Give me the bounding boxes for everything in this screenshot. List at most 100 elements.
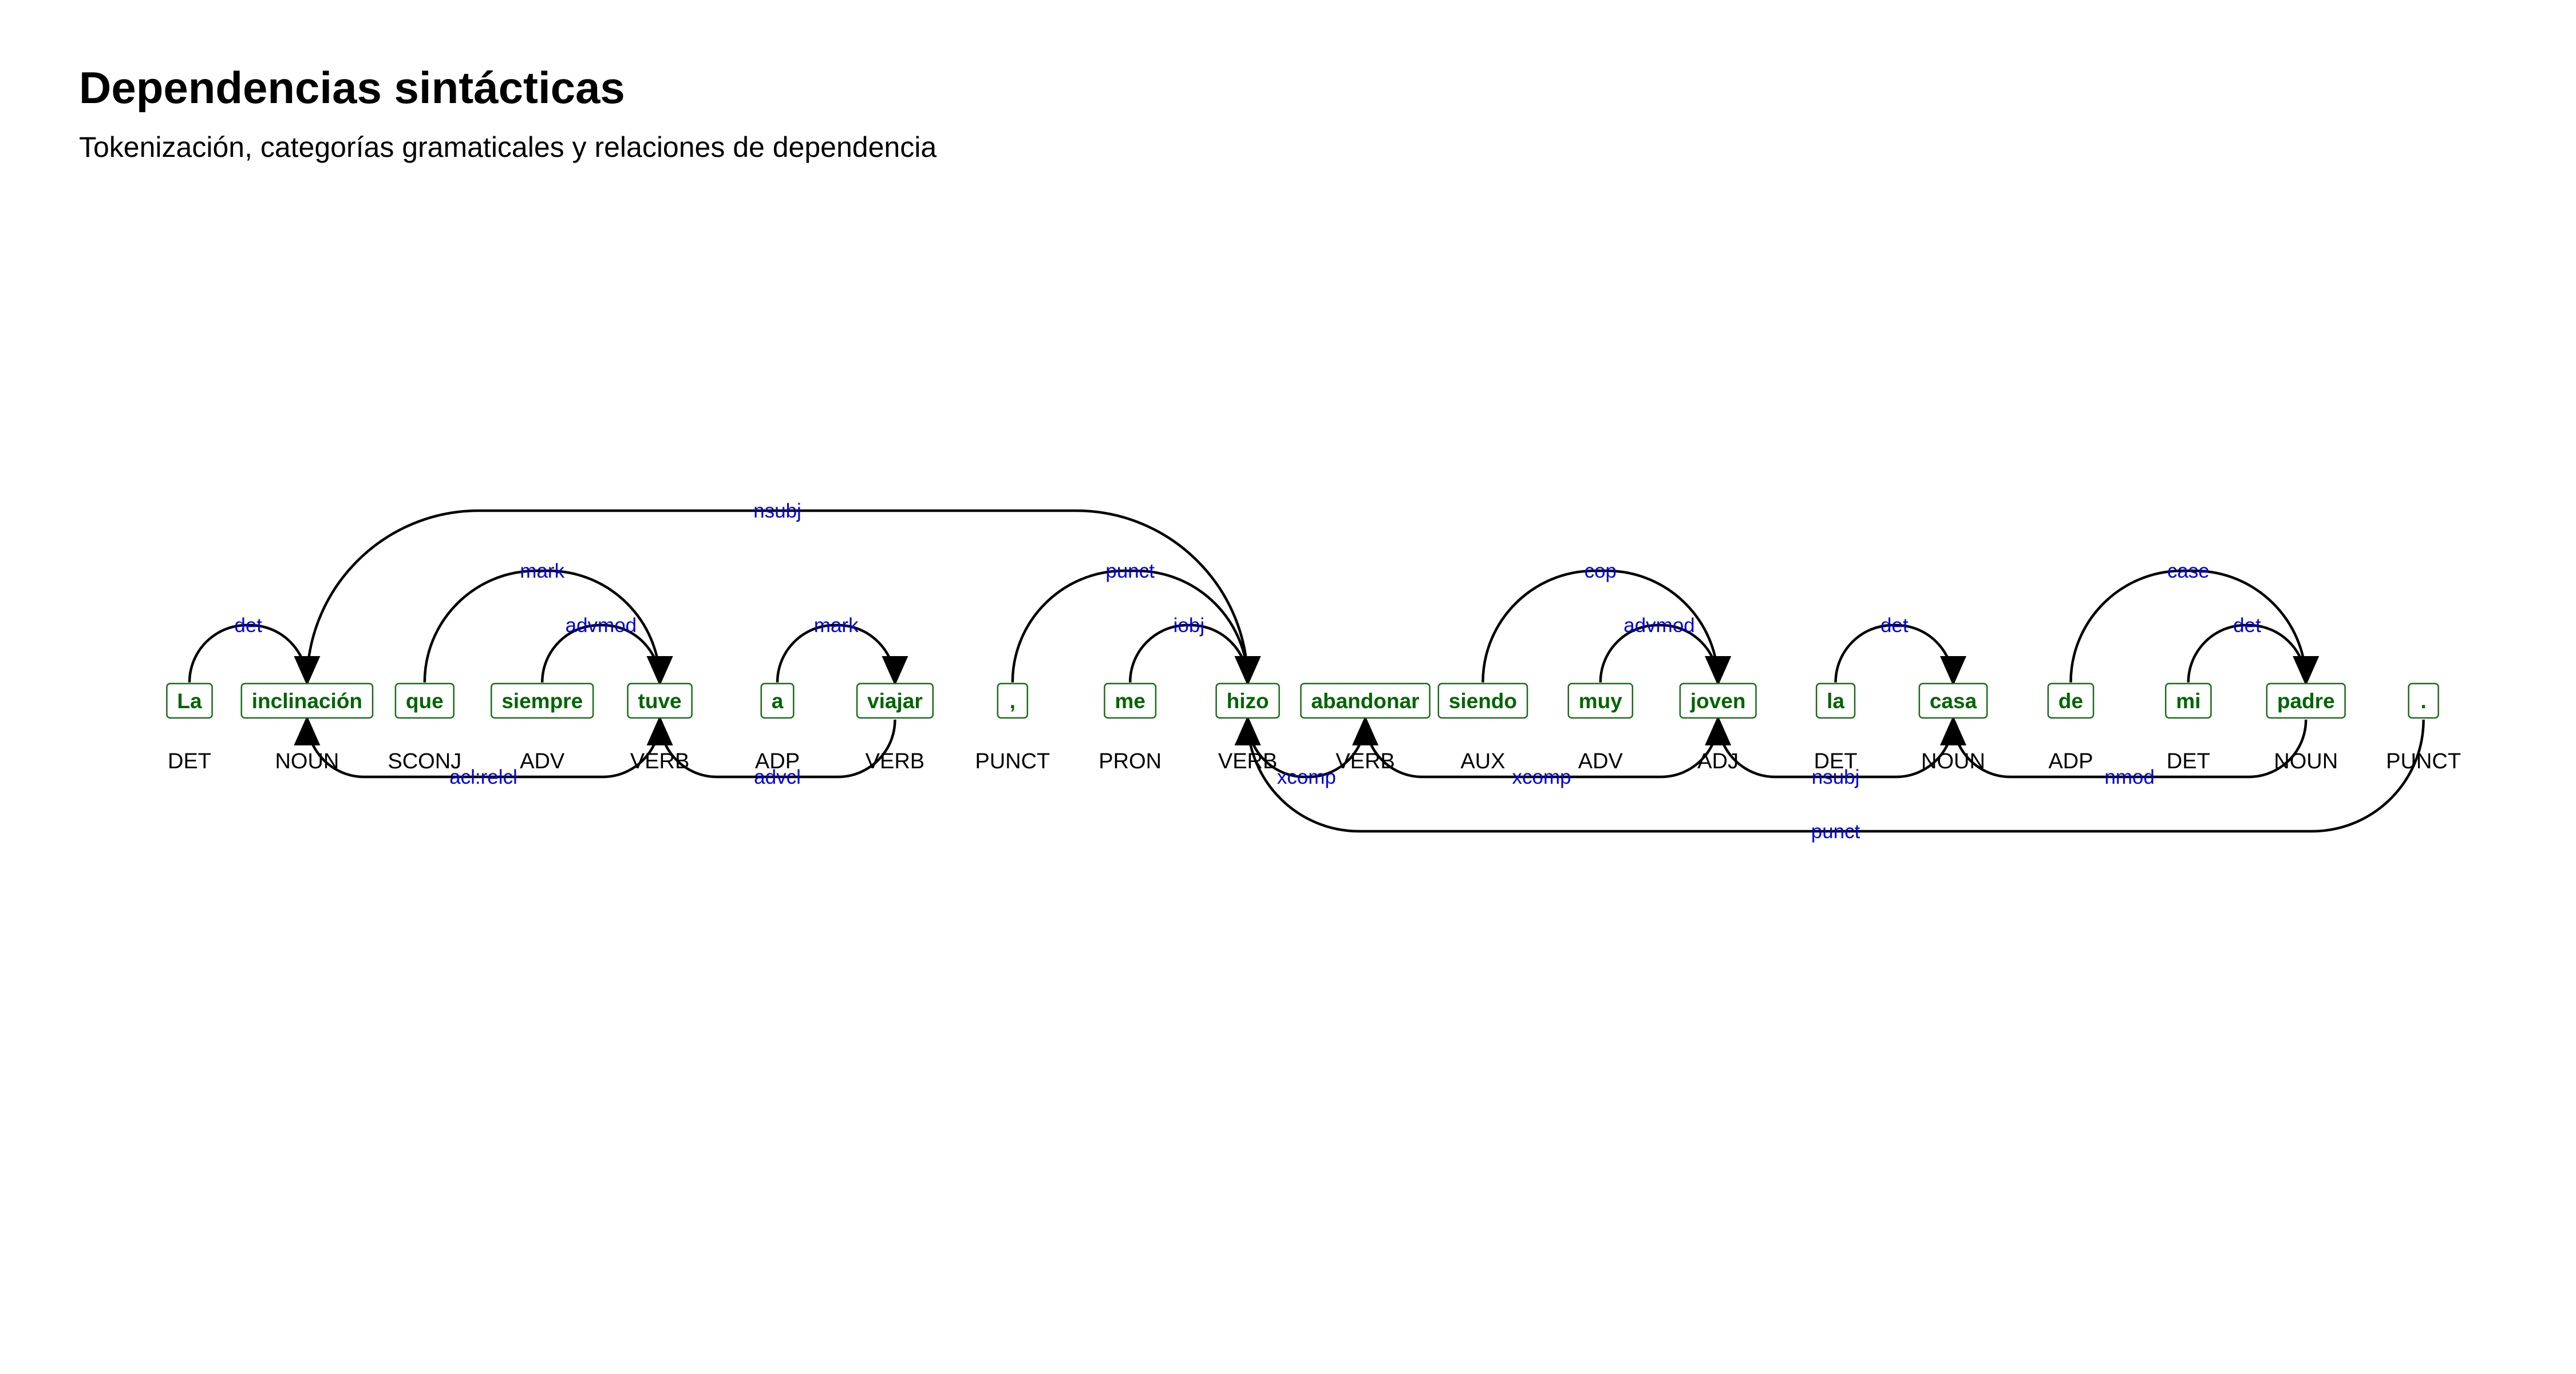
arc-line [306, 719, 661, 779]
arc-label: nsubj [753, 500, 801, 522]
token-box [627, 682, 693, 719]
arc-line [1246, 719, 2425, 833]
arc-line [1834, 623, 1955, 683]
dependency-arc: acl:relcl [294, 716, 661, 788]
token-text: a [772, 689, 784, 713]
arrow-head [646, 716, 673, 745]
pos-tag: VERB [1336, 749, 1394, 773]
arrow-head [1352, 716, 1378, 745]
token-text: de [2059, 689, 2083, 713]
arc-line [423, 569, 661, 683]
token-box [856, 682, 934, 719]
token-box [2164, 682, 2212, 719]
token-text: tuve [638, 689, 682, 713]
token-box [1567, 682, 1634, 719]
arrow-head [1234, 656, 1261, 686]
arrow-head [882, 656, 908, 686]
pos-tag: ADV [520, 749, 565, 773]
arc-label: cop [1585, 560, 1617, 582]
token-text: . [2420, 689, 2426, 713]
arrow-head [1705, 656, 1732, 686]
arc-label: det [2233, 614, 2261, 637]
token-text: la [1827, 689, 1844, 713]
arc-label: advmod [1623, 614, 1695, 637]
pos-tag: VERB [1218, 749, 1277, 773]
token-text: que [406, 689, 444, 713]
token-box [1437, 682, 1528, 719]
arc-line [188, 623, 309, 683]
arc-line [1951, 719, 2308, 779]
token-box [1679, 682, 1757, 719]
pos-tag: AUX [1460, 749, 1505, 773]
token-text: joven [1690, 689, 1746, 713]
token-box [997, 682, 1029, 719]
dependency-arc: advmod [540, 614, 673, 686]
arc-label: case [2167, 560, 2210, 582]
token-text: abandonar [1311, 689, 1419, 713]
token-box [1300, 682, 1431, 719]
token-text: hizo [1227, 689, 1269, 713]
arc-label: punct [1811, 820, 1860, 843]
arc-label: nsubj [1812, 766, 1860, 788]
token-text: muy [1579, 689, 1623, 713]
arc-line [1011, 569, 1249, 683]
arc-line [1128, 623, 1249, 683]
token-box [166, 682, 213, 719]
arc-label: xcomp [1512, 766, 1571, 788]
arc-line [2069, 569, 2308, 683]
arc-label: iobj [1174, 614, 1204, 637]
arc-label: acl:relcl [449, 766, 517, 788]
arc-label: xcomp [1277, 766, 1336, 788]
arc-line [540, 623, 661, 683]
dependency-arc: det [188, 614, 321, 686]
token-text: mi [2176, 689, 2200, 713]
token-box [760, 682, 795, 719]
pos-tag: VERB [866, 749, 924, 773]
arc-line [776, 623, 896, 683]
token-text: me [1115, 689, 1145, 713]
dependency-arc: advmod [1599, 614, 1732, 686]
pos-tag: PRON [1099, 749, 1161, 773]
token-text: , [1010, 689, 1016, 713]
pos-tag: DET [168, 749, 211, 773]
arc-line [658, 719, 896, 779]
arrow-head [1940, 656, 1966, 686]
pos-tag: SCONJ [388, 749, 461, 773]
token-box [1815, 682, 1856, 719]
dependency-arc: nsubj [1705, 716, 1955, 788]
arc-label: det [234, 614, 262, 637]
dependency-arc: iobj [1128, 614, 1261, 686]
token-text: La [177, 689, 202, 713]
token: ,PUNCT [975, 682, 1050, 773]
arc-label: det [1880, 614, 1909, 637]
dependency-arc: punct [1011, 560, 1261, 686]
pos-tag: ADP [755, 749, 800, 773]
page-title: Dependencias sintácticas [79, 62, 625, 113]
pos-tag: NOUN [1921, 749, 1985, 773]
token-text: padre [2277, 689, 2335, 713]
pos-tag: VERB [630, 749, 689, 773]
token-text: casa [1930, 689, 1977, 713]
arc-line [306, 509, 1249, 683]
arc-line [1716, 719, 1955, 779]
token-box [2408, 682, 2439, 719]
pos-tag: DET [1814, 749, 1858, 773]
arrow-head [1940, 716, 1966, 745]
